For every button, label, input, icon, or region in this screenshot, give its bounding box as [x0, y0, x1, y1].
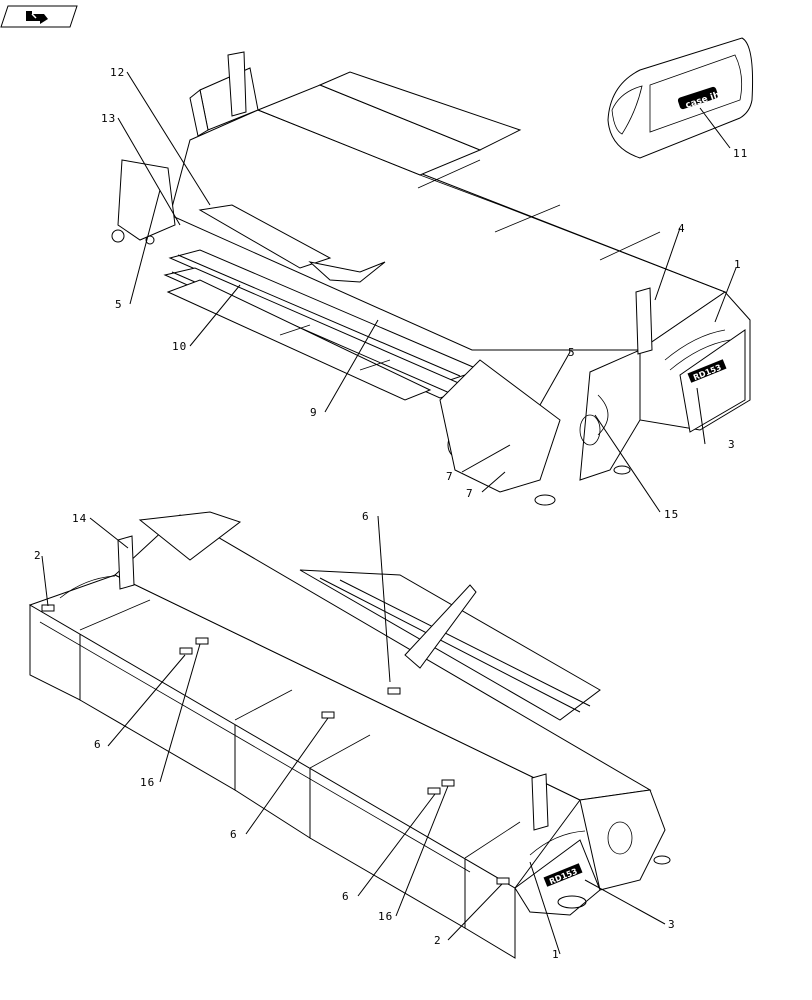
callout-1-lower: 1	[552, 948, 560, 961]
callout-13: 13	[101, 112, 116, 125]
callout-3-upper: 3	[728, 438, 736, 451]
callout-1-upper: 1	[734, 258, 742, 271]
callout-7-a: 7	[446, 470, 454, 483]
callout-5-upper-right: 5	[568, 346, 576, 359]
callout-14: 14	[72, 512, 87, 525]
callout-2-right: 2	[434, 934, 442, 947]
callout-3-lower: 3	[668, 918, 676, 931]
callout-10: 10	[172, 340, 187, 353]
callout-16-right: 16	[378, 910, 393, 923]
callout-9: 9	[310, 406, 318, 419]
callout-6-left: 6	[94, 738, 102, 751]
callout-16-left: 16	[140, 776, 155, 789]
callout-7-b: 7	[466, 487, 474, 500]
lower-header-assembly	[28, 511, 671, 959]
callout-labels: 12 13 11 4 1 5 10 9 5 3 7 7 15 14 2 6 6 …	[34, 66, 748, 961]
callout-15: 15	[664, 508, 679, 521]
callout-6-right: 6	[342, 890, 350, 903]
callout-4: 4	[678, 222, 686, 235]
callout-11: 11	[733, 147, 748, 160]
callout-6-middle: 6	[230, 828, 238, 841]
case-ih-shield: case ih	[607, 37, 754, 159]
callout-5-upper-left: 5	[115, 298, 123, 311]
callout-12: 12	[110, 66, 125, 79]
callout-2-left: 2	[34, 549, 42, 562]
upper-header-assembly	[111, 51, 751, 506]
return-arrow-icon[interactable]	[0, 5, 78, 28]
callout-6-top: 6	[362, 510, 370, 523]
leader-lines	[41, 71, 737, 955]
